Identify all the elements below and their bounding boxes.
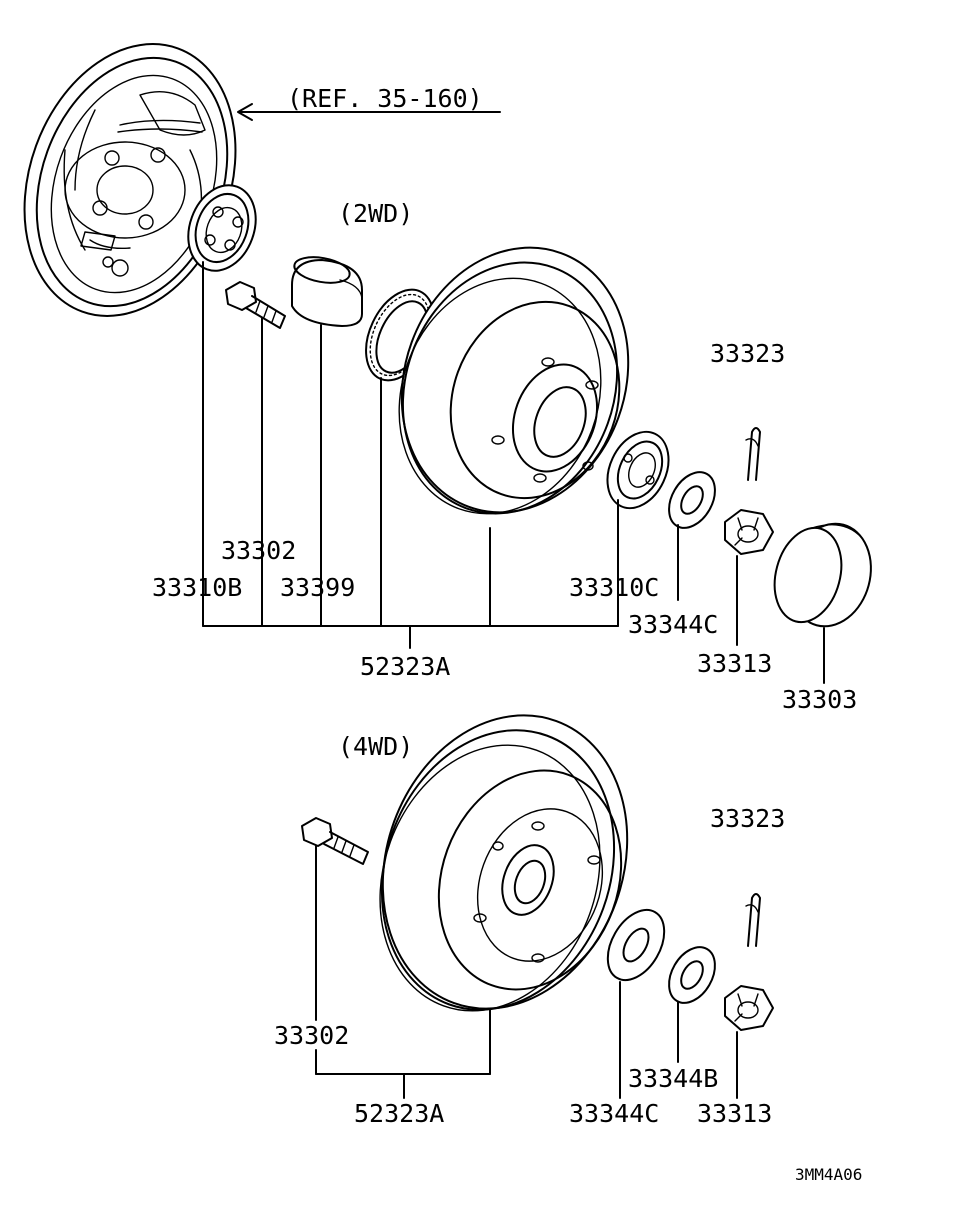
label-hub-bolt-2wd: 33302 xyxy=(221,536,296,565)
section-heading-2wd: (2WD) xyxy=(338,199,413,228)
label-drum-assembly-4wd: 52323A xyxy=(354,1099,444,1128)
label-drum-assembly-2wd: 52323A xyxy=(360,652,450,681)
leader-lines-2wd xyxy=(202,261,825,684)
cotter-pin-illustration-2wd xyxy=(745,427,761,481)
washer-illustration-2wd xyxy=(668,471,716,529)
label-washer-b-4wd: 33344B xyxy=(628,1064,718,1093)
label-hub-bolt-4wd: 33302 xyxy=(274,1021,349,1050)
reference-arrow xyxy=(237,103,501,121)
label-inner-bearing: 33310B xyxy=(152,573,242,602)
leader-lines-4wd xyxy=(315,845,738,1099)
label-nut-4wd: 33313 xyxy=(697,1099,772,1128)
backing-plate-illustration xyxy=(23,43,237,317)
label-cotter-pin-2wd: 33323 xyxy=(710,339,785,368)
label-outer-bearing: 33310C xyxy=(569,573,659,602)
hub-bolt-illustration-4wd xyxy=(301,817,369,865)
label-washer-2wd: 33344C xyxy=(628,610,718,639)
brake-drum-illustration-2wd xyxy=(398,246,630,515)
outer-bearing-illustration xyxy=(606,430,670,510)
cotter-pin-illustration-4wd xyxy=(745,893,761,947)
hub-bolt-illustration-2wd xyxy=(225,281,286,329)
label-spacer: 33399 xyxy=(280,573,355,602)
washer-c-illustration-4wd xyxy=(606,908,666,982)
washer-b-illustration-4wd xyxy=(668,946,716,1004)
label-washer-c-4wd: 33344C xyxy=(569,1099,659,1128)
reference-note: (REF. 35-160) xyxy=(287,84,483,113)
inner-bearing-illustration xyxy=(187,184,257,272)
castle-nut-illustration-2wd xyxy=(724,509,774,555)
label-cap: 33303 xyxy=(782,685,857,714)
brake-drum-illustration-4wd xyxy=(379,714,629,1012)
section-heading-4wd: (4WD) xyxy=(338,732,413,761)
drawing-code: 3MM4A06 xyxy=(795,1165,862,1184)
grease-cap-illustration xyxy=(773,522,872,628)
label-cotter-pin-4wd: 33323 xyxy=(710,804,785,833)
castle-nut-illustration-4wd xyxy=(724,985,774,1031)
spacer-illustration xyxy=(291,256,363,327)
label-nut-2wd: 33313 xyxy=(697,649,772,678)
